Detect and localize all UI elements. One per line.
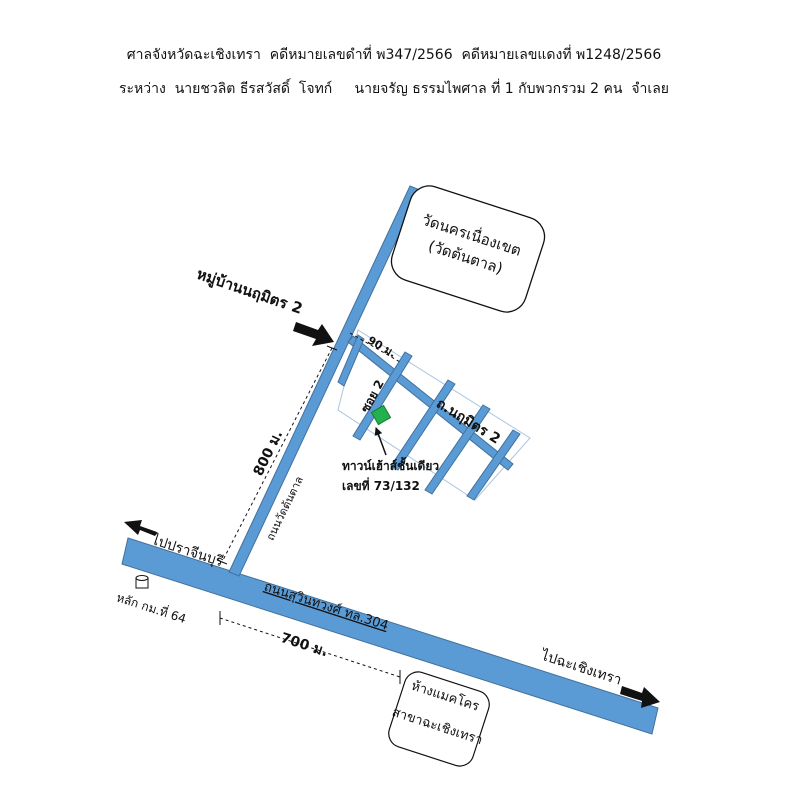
subdivision-roads [337, 334, 521, 501]
distance-800-tick-bottom [216, 559, 228, 565]
distance-700-line [219, 617, 401, 678]
header-line-parties: ระหว่าง นายชวลิต ธีรสวัสดิ์ โจทก์ นายจรั… [119, 81, 669, 97]
soi-road [466, 429, 521, 501]
temple-box [390, 185, 546, 313]
soi-road [337, 334, 365, 387]
property-pointer-arrow [374, 427, 387, 456]
to-prachinburi-arrow [124, 520, 157, 536]
wat-ton-tan-road [228, 185, 421, 577]
property-label-type: ทาวน์เฮ้าส์ชั้นเดียว [342, 456, 439, 473]
soi-road [424, 404, 491, 495]
header-line-case-number: ศาลจังหวัดฉะเชิงเทรา คดีหมายเลขดำที่ พ34… [126, 47, 662, 63]
village-arrow [293, 322, 334, 346]
property-label-number: เลขที่ 73/132 [342, 477, 420, 493]
soi-road [390, 379, 456, 471]
to-chachoengsao-arrow [620, 686, 660, 708]
km-marker-label: หลัก กม.ที่ 64 [115, 588, 189, 626]
highway-304-road [121, 537, 659, 735]
distance-800-line [221, 347, 333, 563]
property-marker [370, 404, 392, 426]
distance-800-tick-top [326, 345, 338, 351]
km-marker-icon [135, 575, 149, 589]
soi-2-road [352, 351, 413, 441]
makro-box [388, 671, 490, 767]
distance-90-line [349, 332, 401, 363]
village-label: หมู่บ้านนฤมิตร 2 [194, 265, 305, 319]
distance-700-label: 700 ม. [279, 630, 330, 660]
